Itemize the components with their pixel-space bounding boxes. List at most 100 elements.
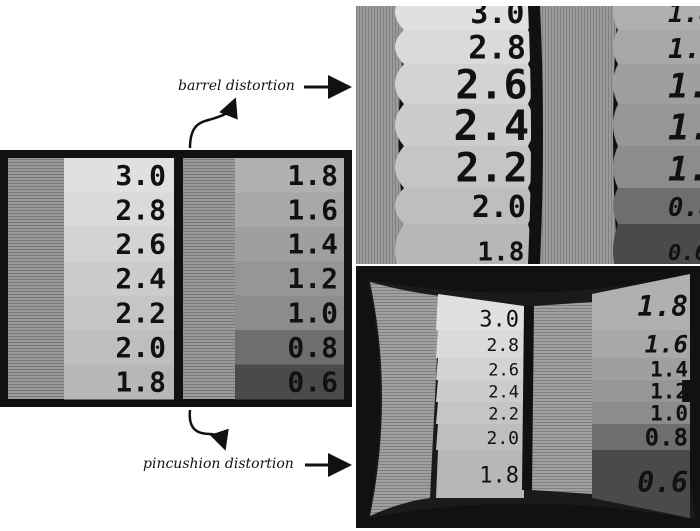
orig-right-cell <box>235 226 344 262</box>
pin-left-label: 2.8 <box>486 335 519 356</box>
center-divider <box>174 158 183 399</box>
pin-divider <box>522 306 534 490</box>
barrel-left-cell <box>395 146 534 188</box>
barrel-right-label: 1.8 <box>668 6 700 29</box>
barrel-left-label: 2.4 <box>453 101 529 150</box>
orig-left-label: 3.0 <box>115 159 166 192</box>
barrel-right-cell <box>613 30 700 64</box>
orig-left-label: 2.2 <box>115 297 166 330</box>
pin-left-cell <box>436 294 524 330</box>
orig-left-label: 2.8 <box>115 193 166 226</box>
left-stripe-bar <box>8 158 64 399</box>
barrel-left-cell <box>395 64 534 104</box>
pin-left-cell <box>436 450 524 498</box>
barrel-right-label: 0.8 <box>668 193 700 223</box>
pin-right-cell <box>592 274 690 330</box>
barrel-right-cell <box>613 188 700 224</box>
orig-right-label: 1.2 <box>287 262 338 295</box>
barrel-right-cell <box>613 104 700 146</box>
original-chart-svg: 3.02.82.62.42.22.01.8 1.81.61.41.21.00.8… <box>0 150 352 407</box>
orig-left-cell <box>64 261 174 297</box>
pincushion-distortion-label: pincushion distortion <box>143 456 294 472</box>
pin-left-cell <box>436 424 524 450</box>
pin-left-label: 1.8 <box>479 463 519 488</box>
orig-right-cell <box>235 158 344 193</box>
orig-right-label: 0.8 <box>287 331 338 364</box>
orig-right-cell <box>235 330 344 366</box>
barrel-chart: 3.02.82.62.42.22.0 1.8 1.8 1.61.41.21.00.8… <box>356 6 700 264</box>
orig-right-cell <box>235 261 344 297</box>
barrel-right-label: 1.6 <box>668 34 700 65</box>
orig-right-label: 1.8 <box>287 159 338 192</box>
pin-right-cell <box>592 330 690 358</box>
pin-right-label: 0.6 <box>637 466 688 499</box>
orig-left-label: 2.6 <box>115 228 166 261</box>
pin-left-cell <box>436 380 524 402</box>
pin-left-label: 2.4 <box>488 382 519 402</box>
barrel-curve-arrow <box>188 97 238 149</box>
orig-left-cell <box>64 364 174 400</box>
barrel-left-cell <box>395 104 534 146</box>
pin-right-stripe <box>532 302 592 494</box>
pin-left-label: 3.0 <box>479 307 519 332</box>
barrel-right-stripe <box>540 6 618 264</box>
orig-left-cell <box>64 226 174 262</box>
barrel-left-label: 3.0 <box>470 6 524 31</box>
orig-left-cell <box>64 295 174 331</box>
pin-right-cell <box>592 358 690 380</box>
orig-left-cell <box>64 192 174 228</box>
orig-right-label: 1.6 <box>287 193 338 226</box>
orig-left-label: 2.4 <box>115 262 166 295</box>
orig-right-cell <box>235 295 344 331</box>
right-stripe-bar <box>183 158 235 399</box>
orig-right-label: 0.6 <box>287 365 338 398</box>
barrel-right-cell <box>613 64 700 104</box>
pincushion-chart-svg: 3.02.82.62.42.22.01.8 1.81.61.41.21.00.8… <box>356 266 700 528</box>
pin-left-cell <box>436 330 524 358</box>
barrel-left-cell <box>395 6 532 30</box>
pin-left-stripe <box>370 282 440 516</box>
pin-right-cell <box>592 380 682 402</box>
barrel-right-label: 1.0 <box>668 150 700 190</box>
pin-right-cell <box>592 402 690 424</box>
pin-right-label: 1.6 <box>645 331 688 359</box>
orig-right-cell <box>235 364 344 400</box>
pin-left-label: 2.0 <box>486 428 519 449</box>
barrel-left-label: 1.8 <box>477 237 524 264</box>
orig-right-label: 1.4 <box>287 228 338 261</box>
barrel-right-cell <box>613 6 700 30</box>
orig-right-cell <box>235 192 344 228</box>
orig-left-label: 1.8 <box>115 365 166 398</box>
pin-left-label: 2.6 <box>488 360 519 380</box>
barrel-right-label: 0.6 <box>668 240 700 264</box>
orig-right-label: 1.0 <box>287 297 338 330</box>
pin-left-label: 2.2 <box>488 404 519 424</box>
barrel-left-cell <box>395 188 533 224</box>
orig-left-label: 2.0 <box>115 331 166 364</box>
barrel-distortion-label: barrel distortion <box>178 78 295 94</box>
orig-left-cell <box>64 330 174 366</box>
pin-right-cell <box>592 424 690 450</box>
barrel-divider <box>528 6 543 264</box>
barrel-right-label: 1.4 <box>668 67 700 107</box>
barrel-right-label: 1.2 <box>668 107 700 148</box>
pin-right-cell <box>592 450 690 518</box>
barrel-left-label: 2.8 <box>468 29 526 67</box>
barrel-left-cell <box>395 224 532 264</box>
barrel-chart-svg: 3.02.82.62.42.22.0 1.8 1.8 1.61.41.21.00.8… <box>356 6 700 264</box>
barrel-left-label: 2.6 <box>455 62 527 108</box>
pin-right-label: 1.4 <box>650 358 688 382</box>
pin-right-label: 1.0 <box>650 402 688 426</box>
barrel-right-cell <box>613 224 700 264</box>
pin-right-label: 1.2 <box>650 380 688 404</box>
pincushion-curve-arrow <box>188 409 229 451</box>
barrel-right-cell <box>613 146 700 188</box>
barrel-left-label: 2.2 <box>455 145 527 191</box>
orig-left-cell <box>64 158 174 193</box>
barrel-left-label: 2.0 <box>472 190 526 225</box>
pin-left-cell <box>436 358 524 380</box>
pin-right-label: 0.8 <box>645 424 688 452</box>
barrel-left-cell <box>395 30 533 64</box>
